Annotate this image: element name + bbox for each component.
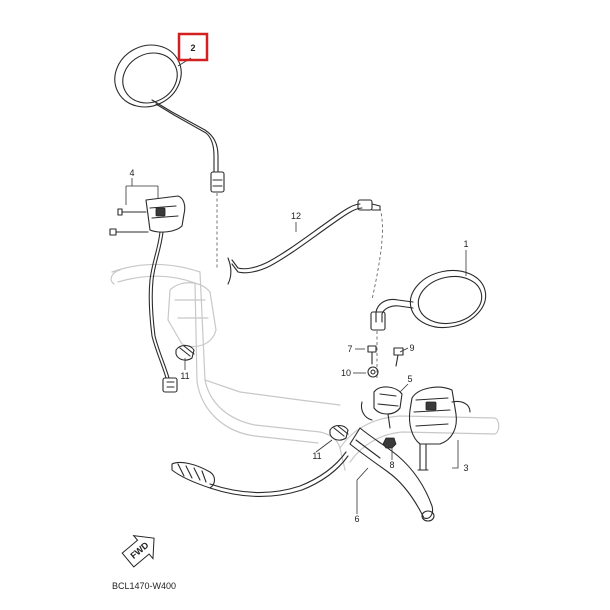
callout-11-left: 11: [180, 371, 189, 381]
fwd-arrow-icon: FWD: [121, 535, 155, 568]
leader-lines: [125, 57, 467, 514]
part-9-bolt[interactable]: [393, 347, 404, 367]
callout-6: 6: [354, 514, 359, 524]
part-7-bolt[interactable]: [367, 345, 377, 365]
handlebar-outline: [110, 263, 500, 471]
part-6-brake-lever[interactable]: [349, 427, 435, 522]
callout-3: 3: [463, 463, 468, 473]
callout-4: 4: [129, 168, 134, 178]
callout-7: 7: [347, 344, 352, 354]
callout-1: 1: [463, 239, 468, 249]
part-1-right-mirror[interactable]: [370, 264, 491, 378]
part-5-lever-holder[interactable]: [360, 386, 403, 429]
part-12-cable[interactable]: [227, 199, 383, 301]
callout-5: 5: [407, 374, 412, 384]
callout-9: 9: [409, 343, 414, 353]
callout-11-right: 11: [312, 451, 321, 461]
diagram-code: BCL1470-W400: [112, 581, 176, 591]
part-11-grip-right[interactable]: [329, 424, 349, 441]
highlight-box-part-2: [177, 32, 209, 62]
part-2-left-mirror[interactable]: [104, 34, 225, 270]
callout-2: 2: [190, 43, 195, 53]
part-8-nut[interactable]: [382, 437, 397, 449]
left-lever[interactable]: [171, 451, 349, 498]
callout-10: 10: [341, 368, 351, 378]
callout-labels: 2 1 4 12 7 9 10 5 11 11 8 3 6: [129, 32, 469, 524]
callout-8: 8: [389, 460, 394, 470]
part-11-grip-left[interactable]: [175, 344, 195, 361]
callout-12: 12: [291, 211, 301, 221]
part-10-washer[interactable]: [367, 366, 379, 378]
part-3-right-switch[interactable]: [408, 386, 471, 471]
part-4-left-switch[interactable]: [109, 195, 186, 393]
